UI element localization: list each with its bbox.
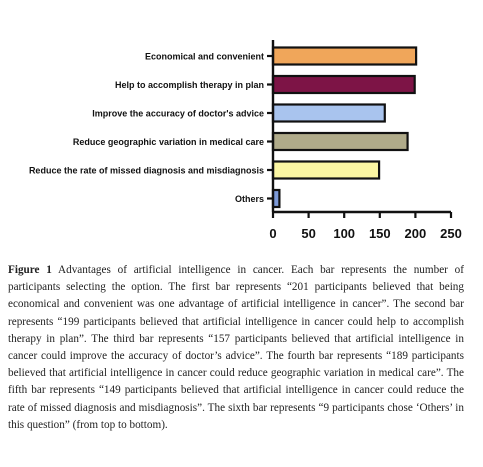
category-label: Economical and convenient <box>145 52 264 62</box>
x-tick-label: 0 <box>269 226 276 241</box>
category-label: Help to accomplish therapy in plan <box>115 80 264 90</box>
bar <box>271 103 386 123</box>
bar <box>271 46 418 66</box>
x-tick-label: 100 <box>333 226 355 241</box>
x-tick-label: 250 <box>440 226 462 241</box>
category-label: Reduce the rate of missed diagnosis and … <box>29 166 264 176</box>
caption-text: Advantages of artificial intelligence in… <box>8 264 464 431</box>
x-tick-label: 50 <box>301 226 315 241</box>
bar <box>271 74 416 95</box>
category-label: Reduce geographic variation in medical c… <box>73 137 264 147</box>
figure-label: Figure 1 <box>8 264 52 276</box>
x-tick-label: 150 <box>369 226 391 241</box>
x-tick-label: 200 <box>405 226 427 241</box>
figure-caption: Figure 1 Advantages of artificial intell… <box>8 262 464 434</box>
bar <box>271 160 381 180</box>
category-label: Others <box>235 194 264 204</box>
bar <box>271 131 409 152</box>
category-label: Improve the accuracy of doctor's advice <box>92 109 264 119</box>
